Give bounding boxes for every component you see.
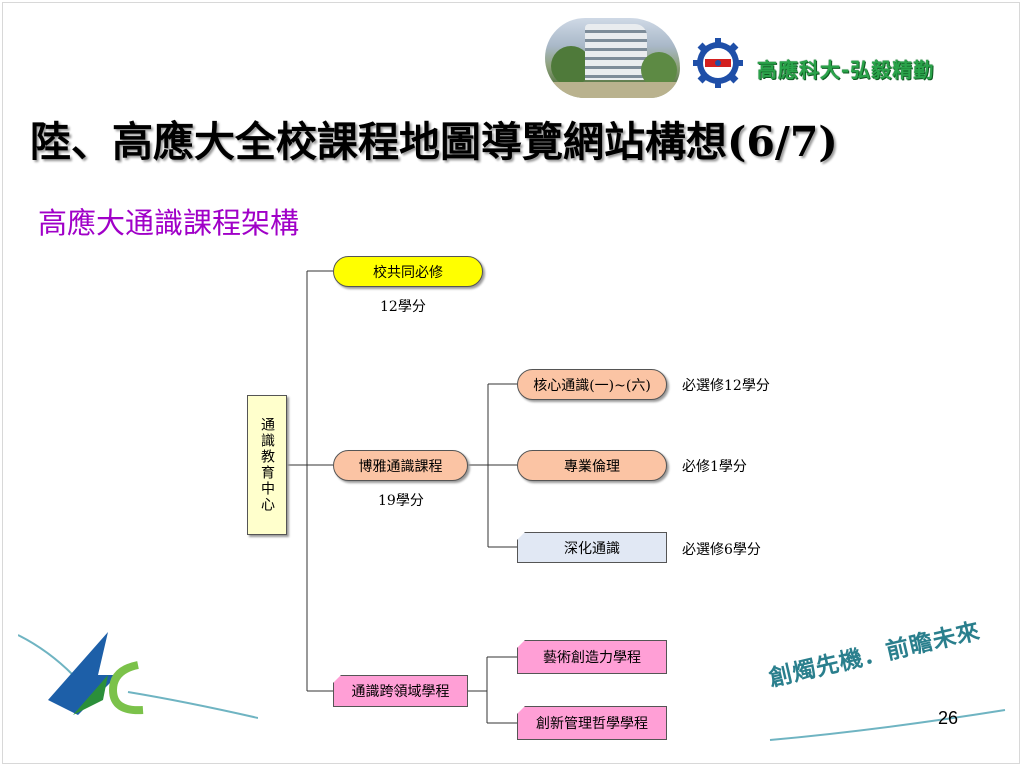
page-number: 26: [938, 708, 959, 728]
kuas-logo-icon: [18, 632, 258, 719]
branch-interdisciplinary: 通識跨領域學程: [333, 675, 468, 707]
footer-swoosh-icon: [769, 709, 1006, 741]
gear-emblem-icon: [693, 38, 743, 88]
slide-title: 陸、高應大全校課程地圖導覽網站構想(6/7): [30, 118, 838, 166]
branch-liberal-arts-credits: 19學分: [378, 493, 424, 509]
art-creativity-program: 藝術創造力學程: [517, 640, 667, 674]
innovation-management-program: 創新管理哲學學程: [517, 706, 667, 740]
advanced-general-education: 深化通識: [517, 532, 667, 563]
professional-ethics: 專業倫理: [517, 450, 667, 481]
branch-school-required: 校共同必修: [333, 256, 483, 287]
slide-subtitle: 高應大通識課程架構: [38, 206, 300, 240]
branch-school-required-credits: 12學分: [380, 299, 426, 315]
professional-ethics-note: 必修1學分: [682, 459, 747, 475]
core-general-education-note: 必選修12學分: [682, 378, 770, 394]
org-root-center: 通識教育中心: [247, 395, 287, 535]
school-motto: 高應科大-弘毅精勤: [757, 58, 935, 82]
header-bar: 高應科大-弘毅精勤: [545, 10, 1015, 100]
campus-building-photo: [545, 18, 680, 98]
branch-liberal-arts: 博雅通識課程: [333, 450, 468, 481]
advanced-general-education-note: 必選修6學分: [682, 542, 761, 558]
core-general-education: 核心通識(一)~(六): [517, 369, 667, 400]
